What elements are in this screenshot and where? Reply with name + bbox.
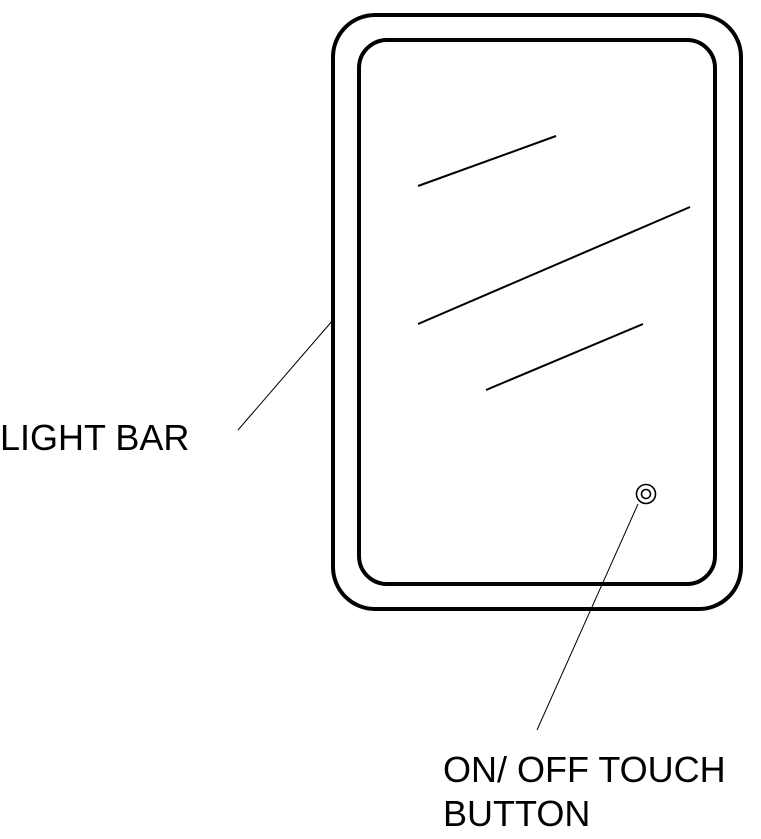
touch-button-label-line-1: ON/ OFF TOUCH (443, 749, 726, 790)
mirror-outer-frame (331, 13, 743, 611)
light-bar-leader-line (237, 319, 334, 431)
reflection-line-2 (417, 206, 691, 325)
touch-button-icon (635, 483, 657, 505)
touch-button-label-line-2: BUTTON (443, 793, 591, 834)
reflection-line-3 (485, 323, 644, 391)
mirror-glass (357, 38, 717, 586)
touch-button-leader-line (536, 503, 639, 731)
light-bar-label: LIGHT BAR (0, 417, 190, 458)
reflection-line-1 (417, 135, 557, 187)
